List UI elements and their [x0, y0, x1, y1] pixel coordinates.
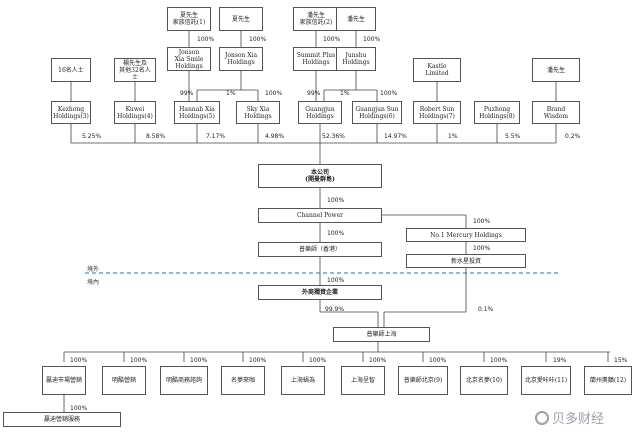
pct-label: 100%	[473, 218, 491, 225]
holder-kuwei: Kuwei Holdings(4)	[114, 101, 156, 124]
pct-label: 100%	[327, 277, 345, 284]
subsidiary-box: 北京愛咔咔(11)	[521, 366, 571, 395]
pct-label: 4.98%	[265, 133, 285, 140]
pct-label: 100%	[327, 197, 345, 204]
pct-label: 15%	[614, 357, 628, 364]
owner-pan-2: 潘先生	[532, 58, 580, 82]
holding-jonson-smile: Jonson Xia Smile Holdings	[167, 47, 211, 71]
subsidiary-box: 贏迪市場營銷	[42, 366, 86, 395]
subsidiary-box: 北京名夢(10)	[460, 366, 508, 395]
owner-xia: 夏先生	[219, 7, 263, 31]
pct-label: 5.25%	[82, 133, 102, 140]
holder-robert-sun: Robert Sun Holdings(7)	[413, 101, 461, 124]
pct-label: 5.5%	[505, 133, 521, 140]
pct-label: 99%	[307, 90, 321, 97]
holding-junshu: Junshu Holdings	[336, 47, 376, 71]
xinshuixing-box: 新水星投資	[406, 254, 526, 268]
puleshi-shanghai-box: 普樂師上海	[333, 327, 430, 342]
subsidiary-box: 上海蝸為	[281, 366, 325, 395]
pct-label: 100%	[323, 36, 341, 43]
pct-label: 100%	[70, 405, 88, 412]
pct-label: 100%	[249, 36, 267, 43]
holder-guangjun: Guangjun Holdings	[298, 101, 342, 124]
pct-label: 0.1%	[478, 306, 494, 313]
owner-xia-trust: 夏先生 家族信託(1)	[167, 7, 211, 31]
holder-kezhong: Kezhong Holdings(3)	[51, 101, 91, 124]
pct-label: 1%	[448, 133, 458, 140]
company-box: 本公司 (開曼群島)	[258, 164, 382, 188]
pct-label: 100%	[369, 357, 387, 364]
pct-label: 100%	[265, 90, 283, 97]
subsidiary-box: 上海呈智	[341, 366, 385, 395]
subsidiary-child-box: 贏迪營銷服務	[3, 412, 121, 427]
holder-guangjun-sun: Guangjun Sun Holdings(6)	[352, 101, 402, 124]
holder-sky-xia: Sky Xia Holdings	[236, 101, 280, 124]
pct-label: 100%	[309, 357, 327, 364]
pct-label: 100%	[70, 357, 88, 364]
owner-16-persons: 16名人士	[51, 58, 91, 82]
holder-brand-wisdom: Brand Wisdom	[532, 101, 580, 124]
holder-puzhong: Puzhong Holdings(8)	[474, 101, 520, 124]
wfoe-box: 外商獨資企業	[258, 285, 382, 300]
owner-pan: 潘先生	[336, 7, 376, 31]
pct-label: 14.97%	[384, 133, 407, 140]
pct-label: 99%	[180, 90, 194, 97]
holding-jonson-xia: Jonson Xia Holdings	[219, 47, 263, 71]
pct-label: 100%	[327, 230, 345, 237]
pct-label: 1%	[226, 90, 236, 97]
zone-onshore: 境內	[87, 279, 100, 286]
pct-label: 100%	[380, 90, 398, 97]
subsidiary-box: 普樂師北京(9)	[398, 366, 448, 395]
pct-label: 100%	[249, 357, 267, 364]
watermark: 贝多财经	[535, 408, 604, 427]
subsidiary-box: 蘭州奧鵝(12)	[584, 366, 632, 395]
subsidiary-box: 明酷商務諮詢	[160, 366, 208, 395]
owner-pan-trust: 潘先生 家族信託(2)	[293, 7, 339, 31]
holder-hannah-xia: Hannah Xia Holdings(5)	[174, 101, 220, 124]
pct-label: 99.9%	[325, 306, 345, 313]
pct-label: 100%	[197, 36, 215, 43]
watermark-logo-icon	[535, 410, 549, 425]
pct-label: 7.17%	[206, 133, 226, 140]
pct-label: 100%	[363, 36, 381, 43]
pct-label: 8.58%	[146, 133, 166, 140]
pct-label: 100%	[490, 357, 508, 364]
puleshi-hk-box: 普樂師（香港）	[258, 242, 382, 257]
pct-label: 19%	[553, 357, 567, 364]
holding-summit-plus: Summit Plus Holdings	[293, 47, 339, 71]
pct-label: 0.2%	[565, 133, 581, 140]
pct-label: 1%	[340, 90, 350, 97]
pct-label: 100%	[190, 357, 208, 364]
pct-label: 100%	[130, 357, 148, 364]
watermark-text: 贝多财经	[552, 412, 605, 427]
pct-label: 100%	[473, 245, 491, 252]
mercury-box: No.1 Mercury Holdings	[406, 228, 526, 242]
owner-kastle: Kastle Limited	[413, 58, 461, 82]
zone-offshore: 境外	[87, 266, 100, 273]
subsidiary-box: 名夢來咖	[221, 366, 265, 395]
owner-yang-32: 楊先生及 其他32名人士	[114, 58, 156, 82]
subsidiary-box: 明酷營銷	[102, 366, 146, 395]
pct-label: 100%	[429, 357, 447, 364]
channel-power-box: Channel Power	[258, 208, 382, 223]
pct-label: 52.36%	[322, 133, 345, 140]
